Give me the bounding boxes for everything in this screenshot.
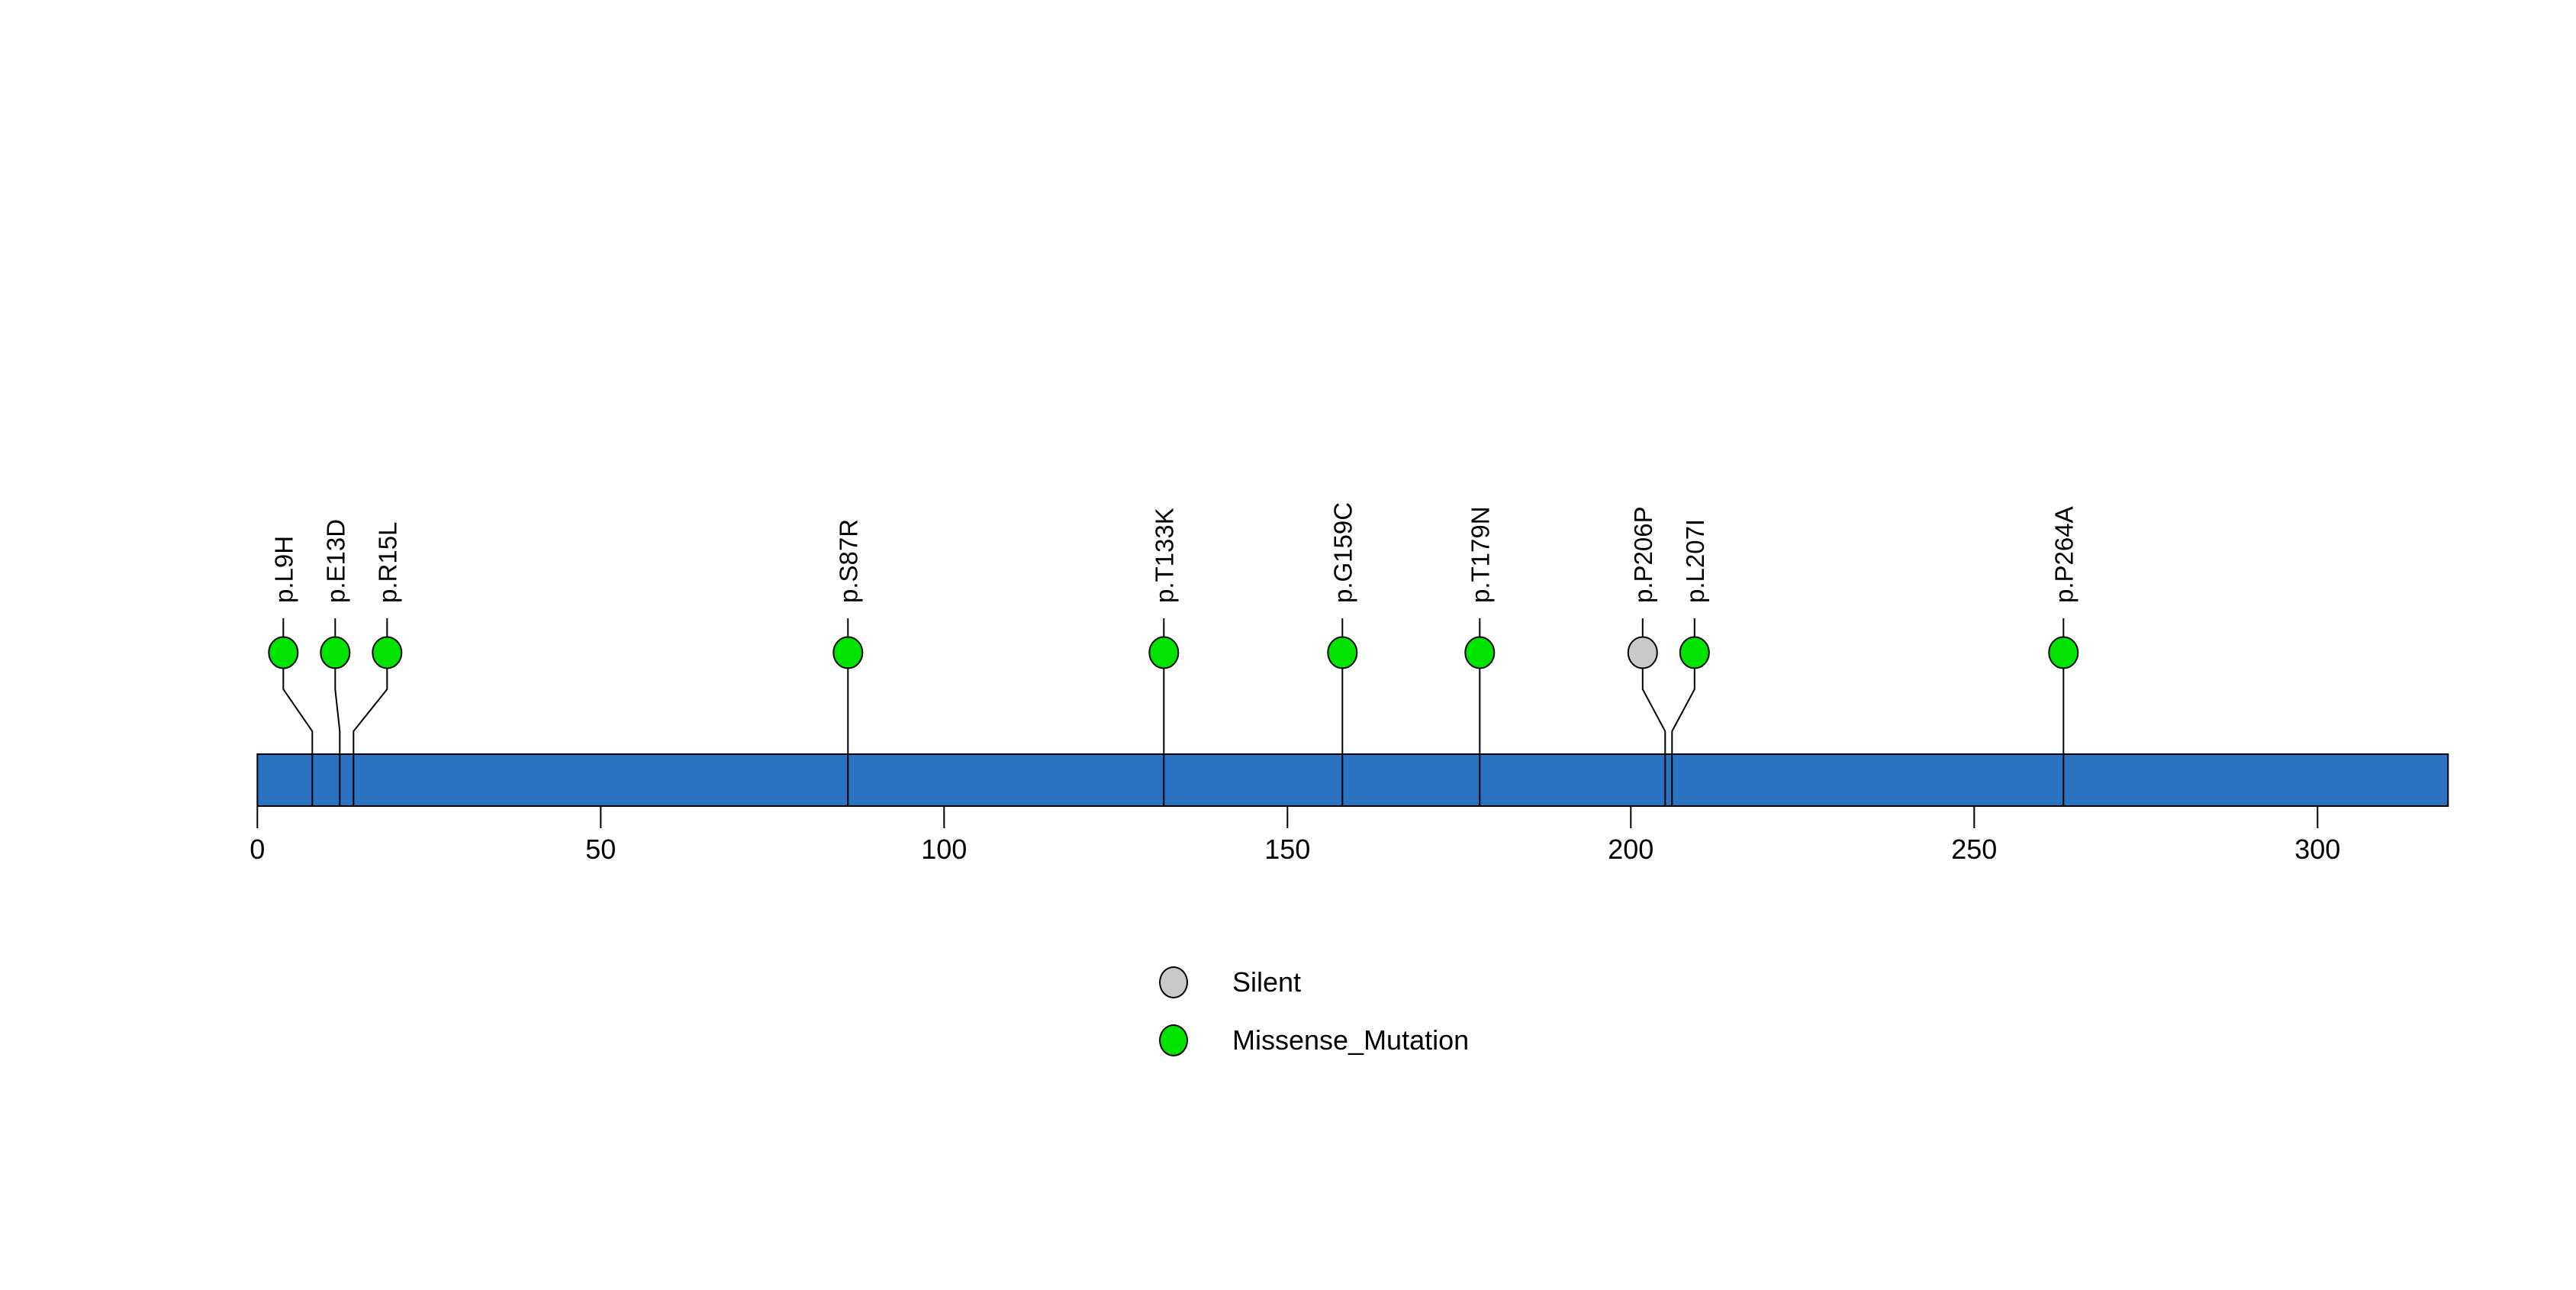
legend-label-missense: Missense_Mutation	[1232, 1024, 1470, 1056]
mutation-label: p.L9H	[269, 536, 298, 603]
mutation-label: p.P206P	[1629, 506, 1657, 603]
mutation-label: p.R15L	[373, 522, 401, 603]
axis-tick-label: 150	[1264, 834, 1310, 865]
mutation-label: p.E13D	[321, 519, 349, 603]
legend-label-silent: Silent	[1232, 966, 1302, 998]
legend-marker-silent-icon	[1159, 966, 1188, 998]
mutation-marker	[1327, 636, 1358, 669]
mutation-marker	[268, 636, 299, 669]
legend-item-silent: Silent	[1159, 966, 1469, 998]
legend-marker-missense-icon	[1159, 1024, 1188, 1056]
axis-tick-label: 250	[1951, 834, 1997, 865]
protein-backbone	[256, 753, 2449, 807]
mutation-marker	[1464, 636, 1496, 669]
mutation-label: p.L207I	[1681, 519, 1709, 603]
axis-tick-label: 0	[250, 834, 265, 865]
mutation-marker	[1627, 636, 1658, 669]
axis-tick-label: 300	[2294, 834, 2340, 865]
mutation-marker	[1679, 636, 1710, 669]
mutation-marker	[2048, 636, 2079, 669]
legend: Silent Missense_Mutation	[1159, 966, 1469, 1082]
mutation-marker	[832, 636, 864, 669]
axis-tick-label: 100	[921, 834, 967, 865]
axis-tick-label: 200	[1608, 834, 1653, 865]
mutation-label: p.T133K	[1150, 508, 1178, 603]
mutation-label: p.P264A	[2050, 506, 2078, 603]
mutation-marker	[320, 636, 351, 669]
axis-tick-label: 50	[585, 834, 616, 865]
mutation-label: p.S87R	[834, 519, 862, 603]
mutation-marker	[372, 636, 403, 669]
mutation-label: p.G159C	[1328, 502, 1357, 603]
legend-item-missense: Missense_Mutation	[1159, 1024, 1469, 1056]
mutation-marker	[1148, 636, 1180, 669]
mutation-label: p.T179N	[1466, 506, 1494, 603]
